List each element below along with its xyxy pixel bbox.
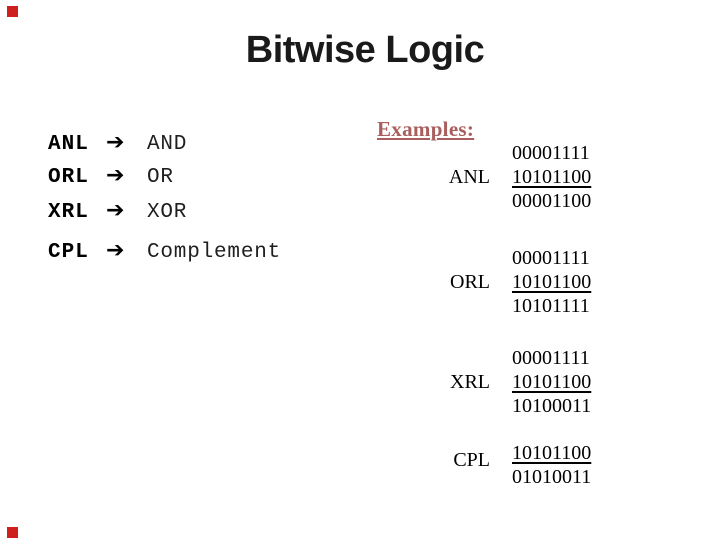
legend-row-xrl: XRL ➔ XOR [48,198,188,226]
arrow-right-icon: ➔ [106,238,125,263]
result-value: 10100011 [512,395,592,417]
mnemonic-label: CPL [48,241,89,264]
arrow-right-icon: ➔ [106,198,125,223]
meaning-label: Complement [147,241,282,264]
legend-row-anl: ANL ➔ AND [48,130,188,158]
arrow-right-icon: ➔ [106,130,125,155]
operand-column: 00001111 10101100 00001100 [512,141,620,213]
mnemonic-label: ORL [48,166,89,189]
operand-value-underlined: 10101100 [512,166,592,188]
operand-value-underlined: 10101100 [512,271,592,293]
meaning-label: XOR [147,201,188,224]
meaning-label: OR [147,166,174,189]
example-block-cpl: CPL 10101100 01010011 [430,441,620,489]
legend-row-orl: ORL ➔ OR [48,163,174,191]
examples-heading: Examples: [377,117,475,141]
mnemonic-label: ANL [48,133,89,156]
example-block-orl: ORL 00001111 10101100 10101111 [430,246,620,318]
result-value: 01010011 [512,466,592,488]
operand-value: 00001111 [512,347,590,369]
arrow-right-icon: ➔ [106,163,125,188]
operator-label: XRL [450,371,490,393]
operand-value-underlined: 10101100 [512,442,592,464]
slide-title: Bitwise Logic [245,29,485,71]
mnemonic-label: XRL [48,201,89,224]
operator-label: ANL [448,166,490,188]
operand-column: 00001111 10101100 10100011 [512,346,620,418]
operator-label: CPL [453,449,490,471]
result-value: 00001100 [512,190,592,212]
operand-value: 00001111 [512,247,590,269]
operator-label: ORL [450,271,490,293]
corner-accent-top [7,6,18,17]
operand-column: 10101100 01010011 [512,441,620,489]
operand-value-underlined: 10101100 [512,371,592,393]
result-value: 10101111 [512,295,590,317]
example-block-anl: ANL 00001111 10101100 00001100 [430,141,620,213]
corner-accent-bottom [7,527,18,538]
example-block-xrl: XRL 00001111 10101100 10100011 [430,346,620,418]
operand-column: 00001111 10101100 10101111 [512,246,620,318]
operand-value: 00001111 [512,142,590,164]
legend-row-cpl: CPL ➔ Complement [48,238,282,266]
meaning-label: AND [147,133,188,156]
